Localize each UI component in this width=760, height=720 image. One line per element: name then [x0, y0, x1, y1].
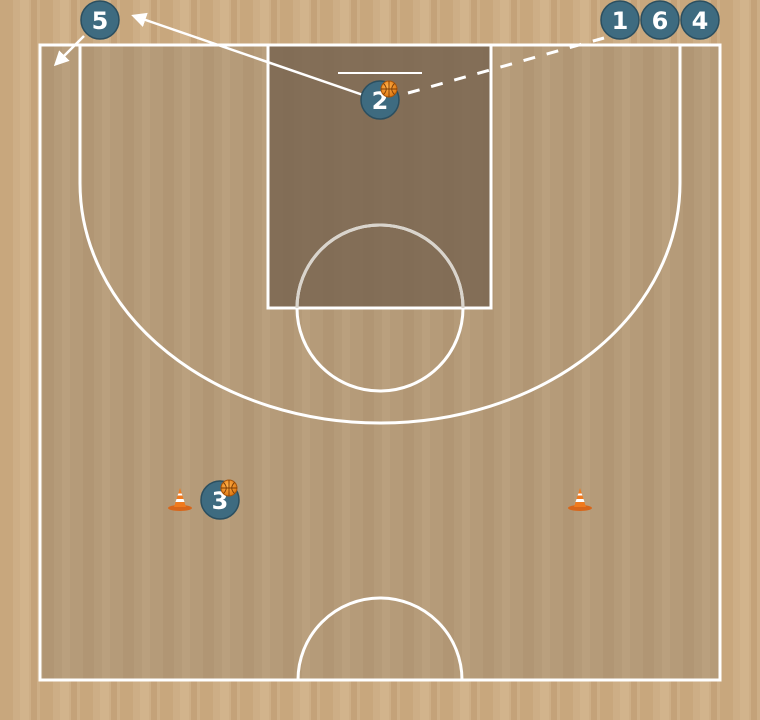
free-throw-circle-top — [295, 223, 465, 309]
player-5[interactable]: 5 — [80, 0, 120, 40]
basketball-icon — [220, 479, 238, 497]
player-2[interactable]: 2 — [360, 80, 400, 120]
player-1[interactable]: 1 — [600, 0, 640, 40]
player-1-label: 1 — [612, 7, 629, 35]
player-5-label: 5 — [92, 7, 109, 35]
cut-line — [53, 35, 85, 67]
center-circle — [296, 596, 464, 681]
pass-line — [131, 12, 367, 98]
cone — [168, 488, 192, 511]
player-4[interactable]: 4 — [680, 0, 720, 40]
player-3[interactable]: 3 — [200, 479, 240, 520]
cone — [568, 488, 592, 511]
player-6-label: 6 — [652, 7, 669, 35]
three-point-line — [78, 45, 682, 425]
player-6[interactable]: 6 — [640, 0, 680, 40]
basketball-icon — [380, 80, 398, 98]
player-4-label: 4 — [692, 7, 709, 35]
dribble-line — [407, 36, 605, 95]
key-lines — [266, 43, 493, 310]
